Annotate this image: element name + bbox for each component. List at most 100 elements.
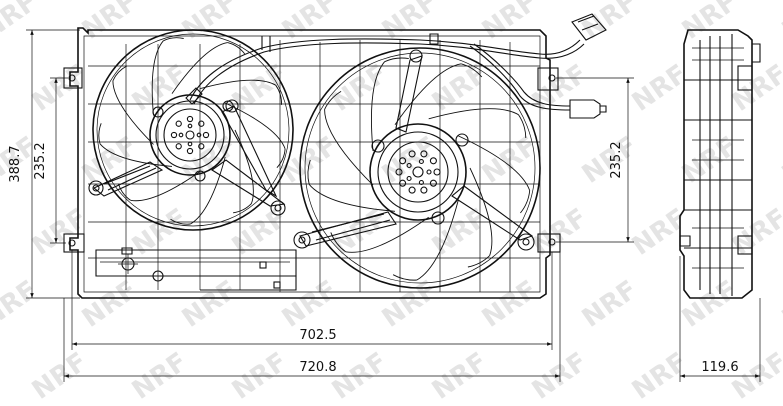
side-view-outline bbox=[679, 29, 753, 299]
fan-blade bbox=[130, 171, 201, 202]
watermark-text: NRF bbox=[627, 347, 693, 406]
motor-hole bbox=[202, 131, 210, 139]
shroud-outline bbox=[69, 27, 551, 299]
fan-blade-tip bbox=[98, 123, 102, 144]
fan-blade bbox=[200, 79, 276, 90]
fan-blade bbox=[324, 109, 374, 186]
watermark-text: NRF bbox=[777, 131, 783, 190]
watermark-text: NRF bbox=[277, 275, 343, 334]
fan-blade bbox=[394, 63, 462, 125]
left-motor-housing bbox=[149, 94, 231, 176]
motor-hole bbox=[429, 179, 437, 187]
watermark-text: NRF bbox=[0, 275, 43, 334]
fan-blade bbox=[458, 135, 531, 191]
watermark-text: NRF bbox=[0, 0, 43, 46]
fan-blade bbox=[371, 61, 385, 151]
fan-blade-tip bbox=[233, 203, 252, 214]
right-fan-ring bbox=[299, 47, 541, 289]
motor-hole bbox=[395, 168, 403, 176]
motor-hole bbox=[186, 115, 194, 123]
fan-blade-tip bbox=[324, 91, 342, 110]
fan-blade-tip bbox=[307, 159, 311, 185]
motor-hole bbox=[420, 150, 428, 158]
fan-blade-tip bbox=[520, 190, 531, 214]
front-view bbox=[63, 13, 607, 299]
watermark-text: NRF bbox=[577, 275, 643, 334]
fan-blade-tip bbox=[467, 255, 490, 268]
motor-hole bbox=[196, 132, 202, 138]
fan-blade bbox=[469, 167, 493, 256]
watermark-text: NRF bbox=[627, 59, 693, 118]
connector-right bbox=[569, 99, 601, 119]
motor-hole bbox=[178, 132, 184, 138]
right-motor-housing bbox=[369, 123, 467, 221]
fan-blade-tip bbox=[384, 57, 409, 63]
fan-blade-tip bbox=[518, 114, 527, 139]
fan-blade bbox=[234, 129, 254, 204]
dim-inner-width: 702.5 bbox=[299, 328, 336, 343]
fan-blade-tip bbox=[163, 37, 184, 42]
watermark-text: NRF bbox=[777, 0, 783, 46]
watermark-text: NRF bbox=[77, 0, 143, 46]
left-fan bbox=[88, 29, 294, 231]
watermark-text: NRF bbox=[727, 347, 783, 406]
watermark-text: NRF bbox=[27, 59, 93, 118]
dim-right-spacing: 235.2 bbox=[609, 141, 624, 178]
left-motor-holes bbox=[170, 115, 210, 155]
motor-hole bbox=[429, 157, 437, 165]
watermark-text: NRF bbox=[277, 0, 343, 46]
motor-hole bbox=[399, 157, 407, 165]
motor-hole bbox=[186, 147, 194, 155]
fan-blade bbox=[345, 216, 429, 253]
connector-top bbox=[571, 13, 607, 41]
mount-tab-bottom-right bbox=[537, 233, 561, 253]
watermark-text: NRF bbox=[27, 347, 93, 406]
dim-left-spacing: 235.2 bbox=[33, 142, 48, 179]
watermark-text: NRF bbox=[727, 59, 783, 118]
watermark-text: NRF bbox=[427, 347, 493, 406]
right-fan-blades bbox=[307, 57, 531, 281]
watermark-text: NRF bbox=[77, 275, 143, 334]
watermark-text: NRF bbox=[727, 203, 783, 262]
motor-hole bbox=[406, 175, 412, 182]
motor-hole bbox=[187, 123, 193, 129]
watermark-text: NRF bbox=[27, 203, 93, 262]
fan-blade-tip bbox=[170, 218, 191, 225]
fan-blade bbox=[112, 80, 154, 145]
dim-total-height: 388.7 bbox=[8, 145, 23, 182]
dimension-lines: 388.7 235.2 235.2 702.5 720.8 119.6 bbox=[8, 29, 761, 382]
watermark-text: NRF bbox=[527, 59, 593, 118]
motor-hole bbox=[406, 162, 412, 169]
motor-hole bbox=[418, 158, 424, 165]
motor-hole bbox=[399, 179, 407, 187]
fan-blade-tip bbox=[227, 42, 246, 55]
fan-blade bbox=[308, 184, 396, 212]
mount-tab-top-right bbox=[537, 67, 559, 91]
watermark-text: NRF bbox=[777, 275, 783, 334]
fan-blade bbox=[416, 199, 459, 281]
motor-hole bbox=[418, 179, 424, 186]
fan-blade bbox=[190, 156, 226, 225]
fan-blade-tip bbox=[275, 84, 282, 105]
fan-blade-tip bbox=[112, 65, 128, 81]
watermark-text: NRF bbox=[477, 0, 543, 46]
motor-hole bbox=[198, 120, 205, 127]
fan-blade-tip bbox=[330, 232, 346, 253]
fan-blade bbox=[151, 40, 164, 116]
motor-hole bbox=[170, 131, 178, 139]
motor-hole bbox=[187, 141, 193, 147]
fan-blade bbox=[428, 108, 519, 120]
watermark-text: NRF bbox=[327, 347, 393, 406]
fan-blade bbox=[99, 143, 173, 167]
motor-hole bbox=[175, 143, 182, 150]
left-fan-ring bbox=[92, 29, 294, 231]
motor-hole bbox=[420, 186, 428, 194]
motor-hole bbox=[175, 120, 182, 127]
side-view bbox=[679, 29, 761, 299]
fan-blade bbox=[171, 42, 228, 94]
fan-blade-tip bbox=[392, 274, 417, 281]
right-motor-holes bbox=[395, 150, 441, 194]
motor-hole bbox=[433, 168, 441, 176]
watermark-text: NRF bbox=[177, 275, 243, 334]
